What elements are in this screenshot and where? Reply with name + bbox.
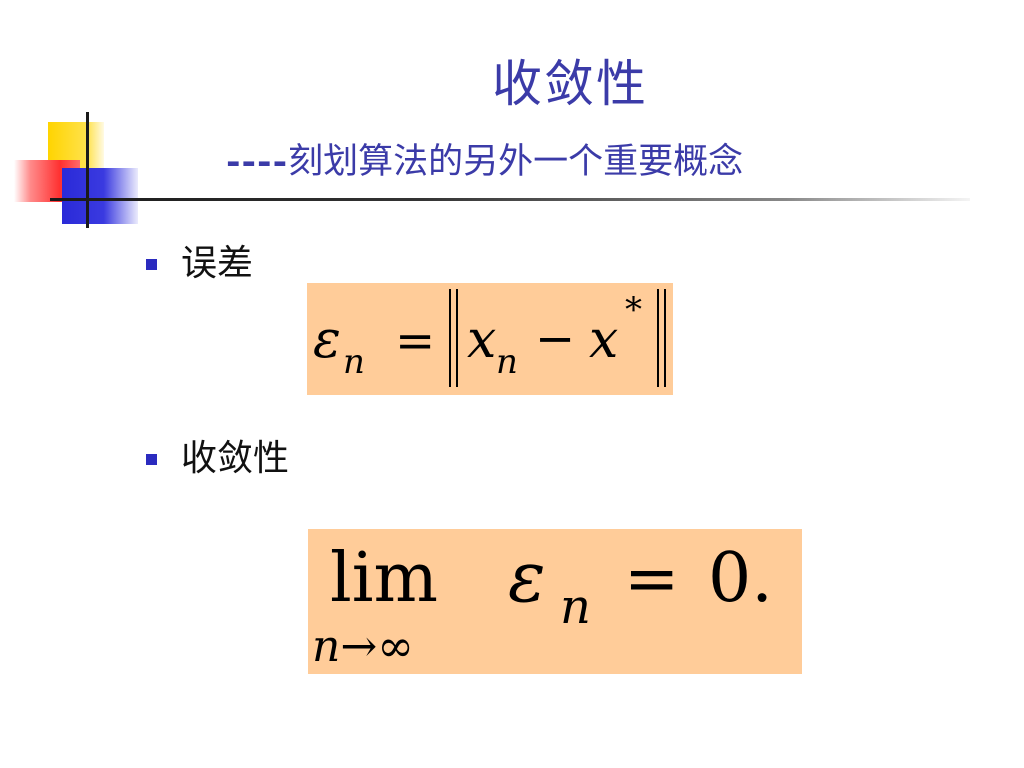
limit-result: 0. [708,539,773,618]
star-superscript: * [625,290,642,330]
subscript-n-2: n [496,342,518,382]
lim-operator: lim [330,539,438,618]
x-symbol: x [467,310,496,370]
title-divider-line [50,198,970,201]
bullet-label: 误差 [181,243,254,284]
subscript-n: n [343,342,365,382]
decor-vertical-line [86,112,89,228]
subtitle-text: 刻划算法的另外一个重要概念 [288,142,744,182]
slide-subtitle: ----刻划算法的另外一个重要概念 [226,138,743,186]
slide-title: 收敛性 [492,55,648,113]
bullet-label: 收敛性 [181,438,290,479]
bullet-marker [146,258,157,270]
subtitle-dashes: ---- [226,141,289,182]
bullet-convergence: 收敛性 [146,437,289,481]
subscript-n: n [560,579,591,635]
equals-sign: = [624,540,679,617]
bullet-error: 误差 [146,242,253,286]
bullet-marker [146,453,157,465]
limit-subscript: n→∞ [312,621,414,672]
epsilon-symbol: ε [313,310,341,370]
epsilon-symbol: ε [508,536,546,618]
error-formula-svg: ε n = x n − x * [313,289,666,387]
error-formula: ε n = x n − x * [307,283,673,395]
minus-sign: − [535,311,575,367]
x-star-symbol: x [589,310,618,370]
limit-formula-svg: lim n→∞ ε n = 0. [312,536,773,672]
equals-sign: = [395,313,435,369]
decor-blue-square [62,168,138,224]
limit-formula: lim n→∞ ε n = 0. [308,529,802,674]
